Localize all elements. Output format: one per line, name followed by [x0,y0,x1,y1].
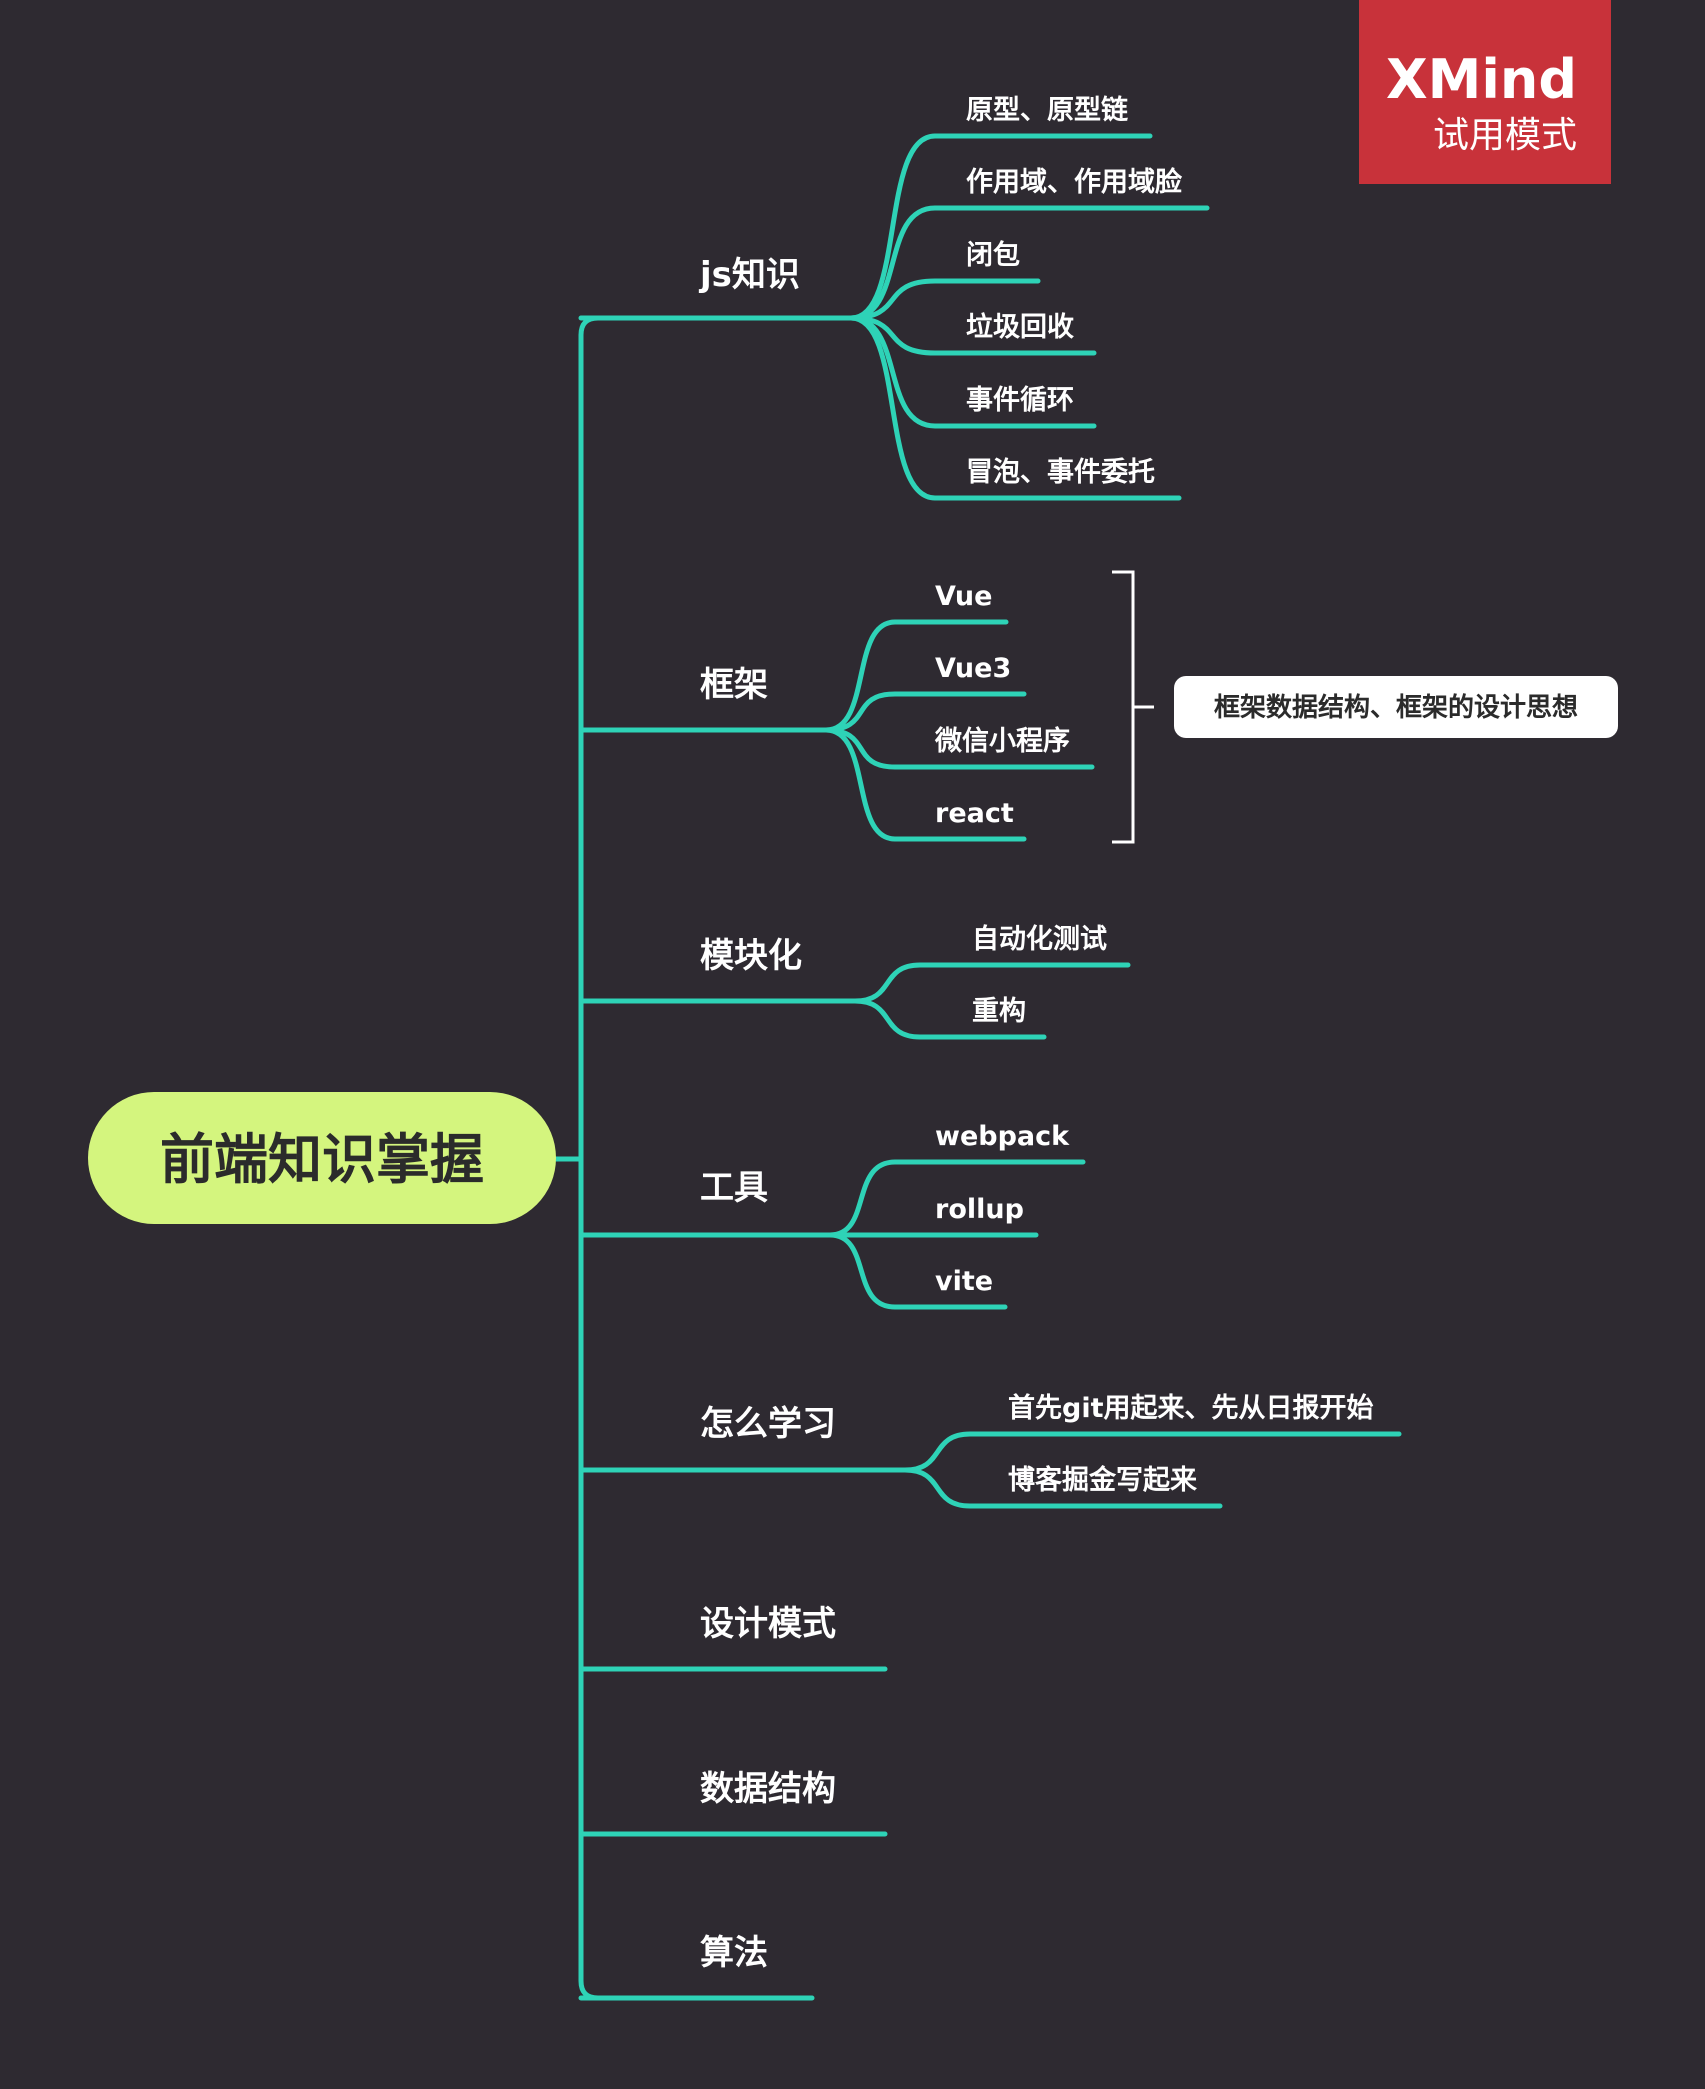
branch-label-js[interactable]: js知识 [698,255,800,295]
child-line-3-2 [827,1232,1008,1310]
watermark-subtitle: 试用模式 [1433,115,1577,156]
child-label-vite[interactable]: vite [935,1266,993,1297]
branch-label-tools[interactable]: 工具 [700,1168,768,1208]
child-line-1-3 [823,727,1027,842]
child-label-vue3[interactable]: Vue3 [935,653,1011,684]
root-label: 前端知识掌握 [160,1128,484,1191]
child-line-2-1 [852,998,1047,1040]
child-label-vue[interactable]: Vue [935,581,992,612]
child-label-miniprogram[interactable]: 微信小程序 [934,725,1070,757]
child-line-4-0 [902,1431,1402,1473]
child-line-1-1 [823,691,1027,733]
summary-callout[interactable]: 框架数据结构、框架的设计思想 [1174,676,1618,738]
branch-label-framework[interactable]: 框架 [700,665,768,705]
child-label-refactor[interactable]: 重构 [972,996,1026,1027]
child-label-rollup[interactable]: rollup [935,1194,1024,1225]
child-line-0-0 [848,133,1153,321]
child-label-react[interactable]: react [935,798,1014,829]
child-line-3-0 [827,1159,1086,1238]
branch-label-how-to-learn[interactable]: 怎么学习 [700,1404,836,1444]
child-label-gc[interactable]: 垃圾回收 [966,311,1074,343]
child-label-webpack[interactable]: webpack [935,1121,1070,1152]
child-line-0-3 [848,315,1097,356]
child-line-0-1 [848,205,1210,321]
child-line-4-1 [902,1467,1223,1509]
branch-label-modularization[interactable]: 模块化 [700,936,802,976]
child-label-bubbling[interactable]: 冒泡、事件委托 [966,456,1155,488]
child-labels: 原型、原型链 作用域、作用域脸 闭包 垃圾回收 事件循环 冒泡、事件委托 Vue… [934,94,1374,1496]
callout-label: 框架数据结构、框架的设计思想 [1214,692,1578,723]
watermark-title: XMind [1386,48,1577,111]
branch-label-algorithms[interactable]: 算法 [700,1933,768,1973]
child-label-event-loop[interactable]: 事件循环 [966,385,1074,416]
branch-label-design-patterns[interactable]: 设计模式 [700,1604,836,1644]
child-line-1-0 [823,619,1009,733]
watermark-background [1359,0,1611,184]
child-label-closure[interactable]: 闭包 [966,239,1020,271]
child-label-prototype[interactable]: 原型、原型链 [966,94,1128,126]
child-label-scope[interactable]: 作用域、作用域脸 [966,166,1183,198]
root-node[interactable]: 前端知识掌握 [88,1092,556,1224]
child-label-git-daily[interactable]: 首先git用起来、先从日报开始 [1008,1392,1374,1424]
xmind-watermark: XMind 试用模式 [1359,0,1611,184]
root-shape [88,1092,556,1224]
connector-lines [553,133,1402,2001]
child-line-2-0 [852,962,1131,1004]
child-label-autotest[interactable]: 自动化测试 [972,923,1107,955]
child-line-0-5 [848,315,1182,501]
summary-bracket [1112,570,1154,844]
child-line-0-2 [848,278,1041,321]
child-label-blog[interactable]: 博客掘金写起来 [1008,1464,1197,1496]
branch-label-data-structures[interactable]: 数据结构 [700,1769,836,1809]
callout-shape [1174,676,1618,738]
branch-labels: js知识 框架 模块化 工具 怎么学习 设计模式 数据结构 算法 [698,255,836,1973]
